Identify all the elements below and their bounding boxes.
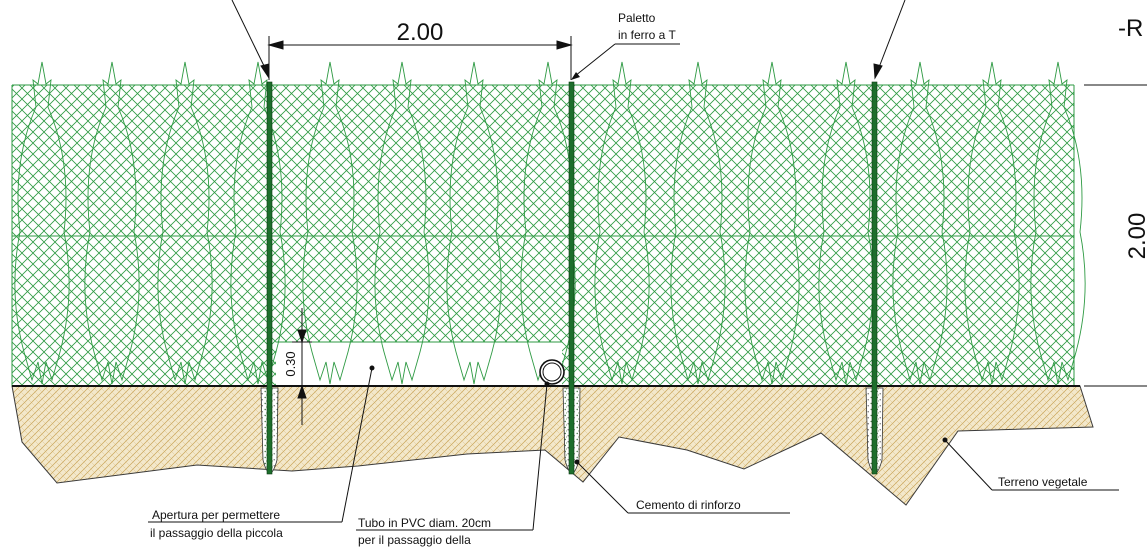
post-label-line2: in ferro a T [618,28,676,42]
tree-outline [818,61,874,385]
dimension-horizontal [267,36,573,80]
dimension-horizontal-value: 2.00 [397,19,444,46]
tree-outline [14,61,70,385]
post-middle [568,81,575,475]
tree-outline [157,61,213,385]
dimension-vertical [1084,84,1147,387]
soil-label: Terreno vegetale [998,475,1088,489]
concrete-label: Cemento di rinforzo [636,498,741,512]
opening-callout [148,365,375,523]
hedge-trees [14,61,1086,385]
wire-mesh [11,84,1075,386]
concrete-callout [574,459,790,514]
pipe-label-line2: per il passaggio della [358,533,471,547]
pipe-label-line1: Tubo in PVC diam. 20cm [358,516,491,530]
soil-section [11,385,1094,506]
leader-right-post [873,0,906,80]
dimension-opening [292,308,312,425]
dimension-vertical-value: 2.00 [1124,213,1147,260]
tree-outline [84,61,140,385]
post-left [266,81,273,475]
cut-label: -R [1118,15,1143,42]
post-label-line1: Paletto [618,11,656,25]
post-right [871,81,878,475]
leader-left-post [231,0,270,80]
tree-outline [744,61,800,385]
tree-outline [964,61,1020,385]
tree-outline [670,61,726,385]
opening-label-line1: Apertura per permettere [152,508,280,522]
fence-posts [266,81,878,475]
tree-outline [302,61,358,385]
tree-outline [230,61,286,385]
pipe-callout [356,381,550,531]
opening-label-line2: il passaggio della piccola [150,526,283,540]
pvc-pipe [539,359,565,385]
tree-outline [446,61,502,385]
tree-outline [892,61,948,385]
tree-outline [594,61,650,385]
post-callout [571,43,680,80]
tree-outline [1030,61,1086,385]
dimension-opening-value: 0.30 [283,351,298,376]
tree-outline [374,61,430,385]
soil-callout [942,437,1119,491]
